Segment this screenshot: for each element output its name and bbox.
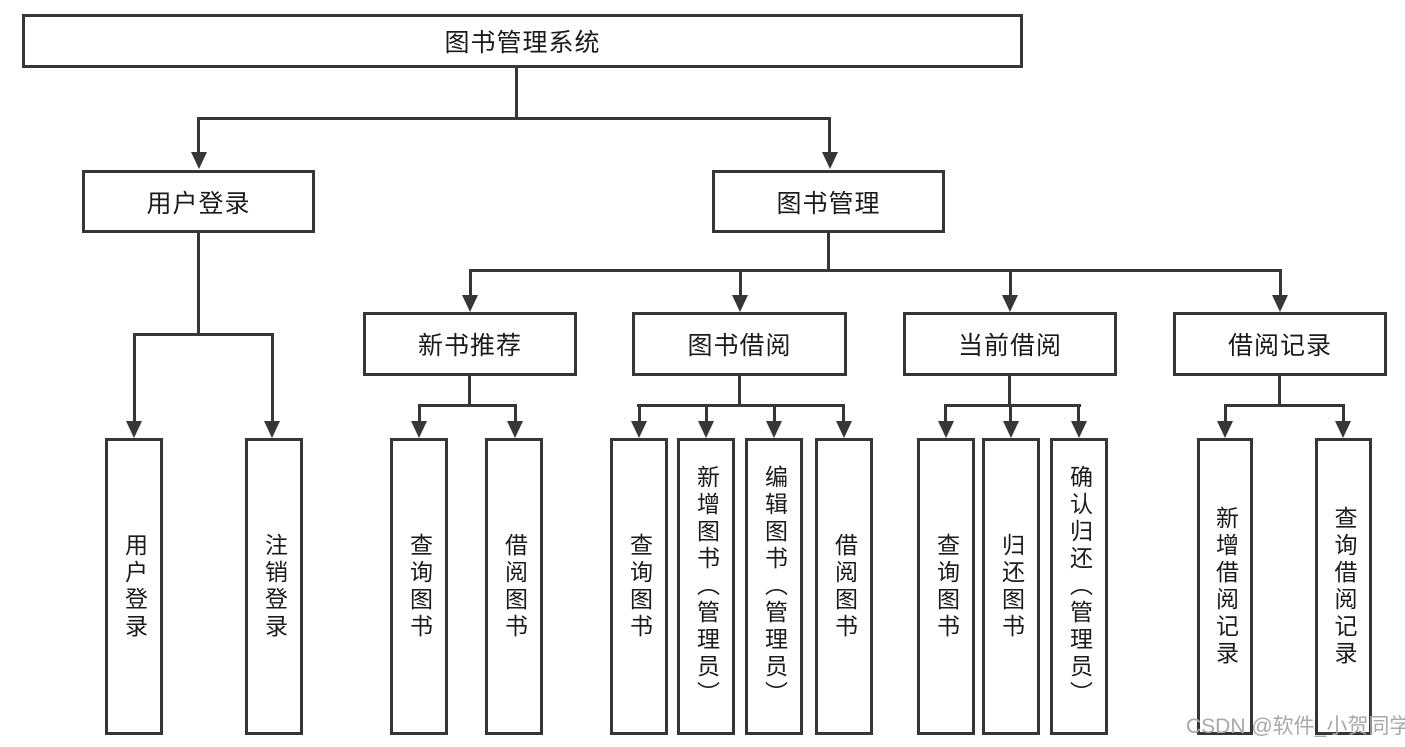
node-label: 新书推荐 xyxy=(417,332,522,360)
connector-line xyxy=(828,117,831,153)
connector-line xyxy=(1009,404,1012,422)
leaf-borrow-books: 借阅图书 xyxy=(485,438,543,735)
node-book-borrow: 图书借阅 xyxy=(632,312,847,376)
leaf-user-login: 用户登录 xyxy=(105,438,163,735)
arrowhead-icon xyxy=(938,421,954,438)
connector-line xyxy=(197,117,200,153)
node-label: 图书借阅 xyxy=(687,332,792,360)
arrowhead-icon xyxy=(264,421,280,438)
arrowhead-icon xyxy=(836,421,852,438)
node-label: 查询图书 xyxy=(933,532,960,641)
arrowhead-icon xyxy=(507,421,523,438)
leaf-query-borrow-record: 查询借阅记录 xyxy=(1315,438,1372,735)
arrowhead-icon xyxy=(1217,421,1233,438)
connector-line xyxy=(1342,404,1345,422)
connector-line xyxy=(197,117,831,120)
leaf-return-books: 归还图书 xyxy=(982,438,1040,735)
connector-line xyxy=(773,404,776,422)
arrowhead-icon xyxy=(631,421,647,438)
node-label: 当前借阅 xyxy=(957,332,1062,360)
connector-line xyxy=(738,376,741,407)
leaf-query-books: 查询图书 xyxy=(390,438,448,735)
connector-line xyxy=(133,333,136,422)
arrowhead-icon xyxy=(822,152,838,169)
node-label: 新增借阅记录 xyxy=(1212,505,1239,668)
connector-line xyxy=(515,68,518,118)
connector-line xyxy=(1224,404,1227,422)
connector-line xyxy=(637,404,845,407)
node-root: 图书管理系统 xyxy=(22,14,1023,68)
arrowhead-icon xyxy=(1272,295,1288,312)
arrowhead-icon xyxy=(1071,421,1087,438)
connector-line xyxy=(944,404,947,422)
connector-line xyxy=(1008,376,1011,407)
arrowhead-icon xyxy=(1335,421,1351,438)
arrowhead-icon xyxy=(766,421,782,438)
node-user-login: 用户登录 xyxy=(82,170,315,233)
node-label: 注销登录 xyxy=(261,532,288,641)
node-new-book-recommend: 新书推荐 xyxy=(363,312,577,376)
arrowhead-icon xyxy=(411,421,427,438)
connector-line xyxy=(827,233,830,272)
connector-line xyxy=(418,404,517,407)
connector-line xyxy=(469,269,472,297)
connector-line xyxy=(1224,404,1345,407)
node-label: 编辑图书（管理员） xyxy=(761,465,788,708)
arrowhead-icon xyxy=(698,421,714,438)
arrowhead-icon xyxy=(732,295,748,312)
connector-line xyxy=(638,404,641,422)
connector-line xyxy=(1279,269,1282,297)
node-label: 确认归还（管理员） xyxy=(1066,465,1093,708)
connector-line xyxy=(197,233,200,336)
connector-line xyxy=(739,269,742,297)
watermark: CSDN @软件_小贺同学 xyxy=(1186,715,1405,738)
leaf-edit-books-admin: 编辑图书（管理员） xyxy=(745,438,803,735)
connector-line xyxy=(944,404,1081,407)
arrowhead-icon xyxy=(126,421,142,438)
leaf-add-books-admin: 新增图书（管理员） xyxy=(677,438,735,735)
connector-line xyxy=(469,269,1282,272)
leaf-confirm-return-admin: 确认归还（管理员） xyxy=(1050,438,1108,735)
arrowhead-icon xyxy=(1002,295,1018,312)
connector-line xyxy=(1278,376,1281,407)
node-borrow-records: 借阅记录 xyxy=(1173,312,1387,376)
node-label: 归还图书 xyxy=(998,532,1025,641)
connector-line xyxy=(1009,269,1012,297)
arrowhead-icon xyxy=(1003,421,1019,438)
arrowhead-icon xyxy=(191,152,207,169)
node-label: 用户登录 xyxy=(121,532,148,641)
node-label: 查询图书 xyxy=(406,532,433,641)
connector-line xyxy=(271,333,274,422)
connector-line xyxy=(514,404,517,422)
node-label: 用户登录 xyxy=(146,189,251,218)
connector-line xyxy=(468,376,471,407)
leaf-add-borrow-record: 新增借阅记录 xyxy=(1197,438,1253,735)
node-label: 图书管理系统 xyxy=(444,29,601,57)
node-label: 查询图书 xyxy=(626,532,653,641)
arrowhead-icon xyxy=(462,295,478,312)
leaf-logout: 注销登录 xyxy=(245,438,303,735)
node-book-management: 图书管理 xyxy=(712,170,945,233)
connector-line xyxy=(133,333,274,336)
node-label: 图书管理 xyxy=(776,189,881,218)
leaf-query-books: 查询图书 xyxy=(610,438,668,735)
node-label: 新增图书（管理员） xyxy=(693,465,720,708)
connector-line xyxy=(842,404,845,422)
leaf-query-books: 查询图书 xyxy=(917,438,975,735)
node-current-borrow: 当前借阅 xyxy=(903,312,1117,376)
node-label: 借阅图书 xyxy=(831,532,858,641)
node-label: 借阅记录 xyxy=(1227,332,1332,360)
connector-line xyxy=(705,404,708,422)
connector-line xyxy=(1077,404,1080,422)
node-label: 查询借阅记录 xyxy=(1331,505,1357,668)
leaf-borrow-books: 借阅图书 xyxy=(815,438,873,735)
connector-line xyxy=(418,404,421,422)
node-label: 借阅图书 xyxy=(501,532,528,641)
